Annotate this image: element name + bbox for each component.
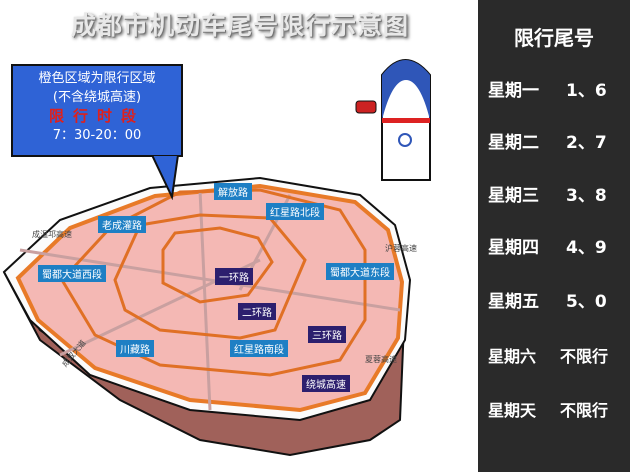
- panel-title: 限行尾号: [514, 26, 594, 50]
- plate-numbers: 4、9: [566, 238, 607, 258]
- road-label-ring-expressway: 绕城高速: [302, 375, 350, 392]
- day: 星期一: [488, 81, 539, 101]
- road-label-chuanzang: 川藏路: [116, 340, 154, 357]
- schedule-row: 星期四 4、9: [488, 233, 607, 258]
- map-title: 成都市机动车尾号限行示意图: [70, 11, 409, 40]
- day: 星期三: [488, 186, 539, 206]
- schedule-row: 星期六 不限行: [488, 343, 608, 367]
- restriction-map: 成都市机动车尾号限行示意图 橙色区域为限行区域 (不含绕城高速) 限行时段 7：…: [2, 11, 431, 457]
- road-label-ring2: 二环路: [238, 303, 276, 320]
- bubble-tail: [150, 155, 180, 200]
- road-label-shudu-west: 蜀都大道西段: [38, 265, 106, 282]
- mascot: [355, 59, 431, 181]
- highway-label-chengwenqiong: 成温邛高速: [32, 230, 72, 239]
- day: 星期六: [488, 347, 537, 366]
- schedule-row: 星期天 不限行: [488, 397, 608, 421]
- ring3-road: [60, 188, 367, 377]
- plate-numbers: 5、0: [566, 292, 607, 312]
- day: 星期天: [488, 401, 537, 420]
- day: 星期二: [488, 133, 539, 153]
- toy-car-icon: [355, 100, 377, 114]
- time-range: 7：30-20：00: [52, 128, 142, 143]
- plate-numbers: 1、6: [566, 81, 607, 101]
- road-label-shudu-east: 蜀都大道东段: [326, 263, 394, 280]
- time-heading: 限行时段: [48, 107, 145, 125]
- plate-numbers: 2、7: [566, 133, 607, 153]
- zone-note: 橙色区域为限行区域: [38, 71, 156, 86]
- ring1-road: [161, 226, 274, 304]
- road-label-ring1: 一环路: [215, 268, 253, 285]
- road-label-laochengguan: 老成灌路: [98, 216, 146, 233]
- highway-label-hurong: 沪蓉高速: [385, 244, 417, 253]
- plate-numbers: 不限行: [560, 401, 609, 420]
- info-bubble: 橙色区域为限行区域 (不含绕城高速) 限行时段 7：30-20：00: [11, 64, 183, 157]
- exclusion-note: (不含绕城高速): [52, 90, 142, 105]
- day: 星期四: [488, 238, 539, 258]
- schedule-row: 星期三 3、8: [488, 181, 607, 206]
- road-label-hongxing-south: 红星路南段: [230, 340, 288, 357]
- road-label-ring3: 三环路: [308, 326, 346, 343]
- road-label-jiefang: 解放路: [214, 183, 252, 200]
- schedule-row: 星期五 5、0: [488, 287, 607, 312]
- highway-label-xiarong: 夏蓉高速: [365, 355, 397, 364]
- day: 星期五: [488, 292, 539, 312]
- schedule-row: 星期二 2、7: [488, 128, 607, 153]
- schedule-row: 星期一 1、6: [488, 76, 607, 101]
- map-graphic: [2, 59, 431, 457]
- road-label-hongxing-north: 红星路北段: [266, 203, 324, 220]
- ring2-road: [113, 213, 307, 340]
- plate-numbers: 3、8: [566, 186, 607, 206]
- plate-numbers: 不限行: [560, 347, 609, 366]
